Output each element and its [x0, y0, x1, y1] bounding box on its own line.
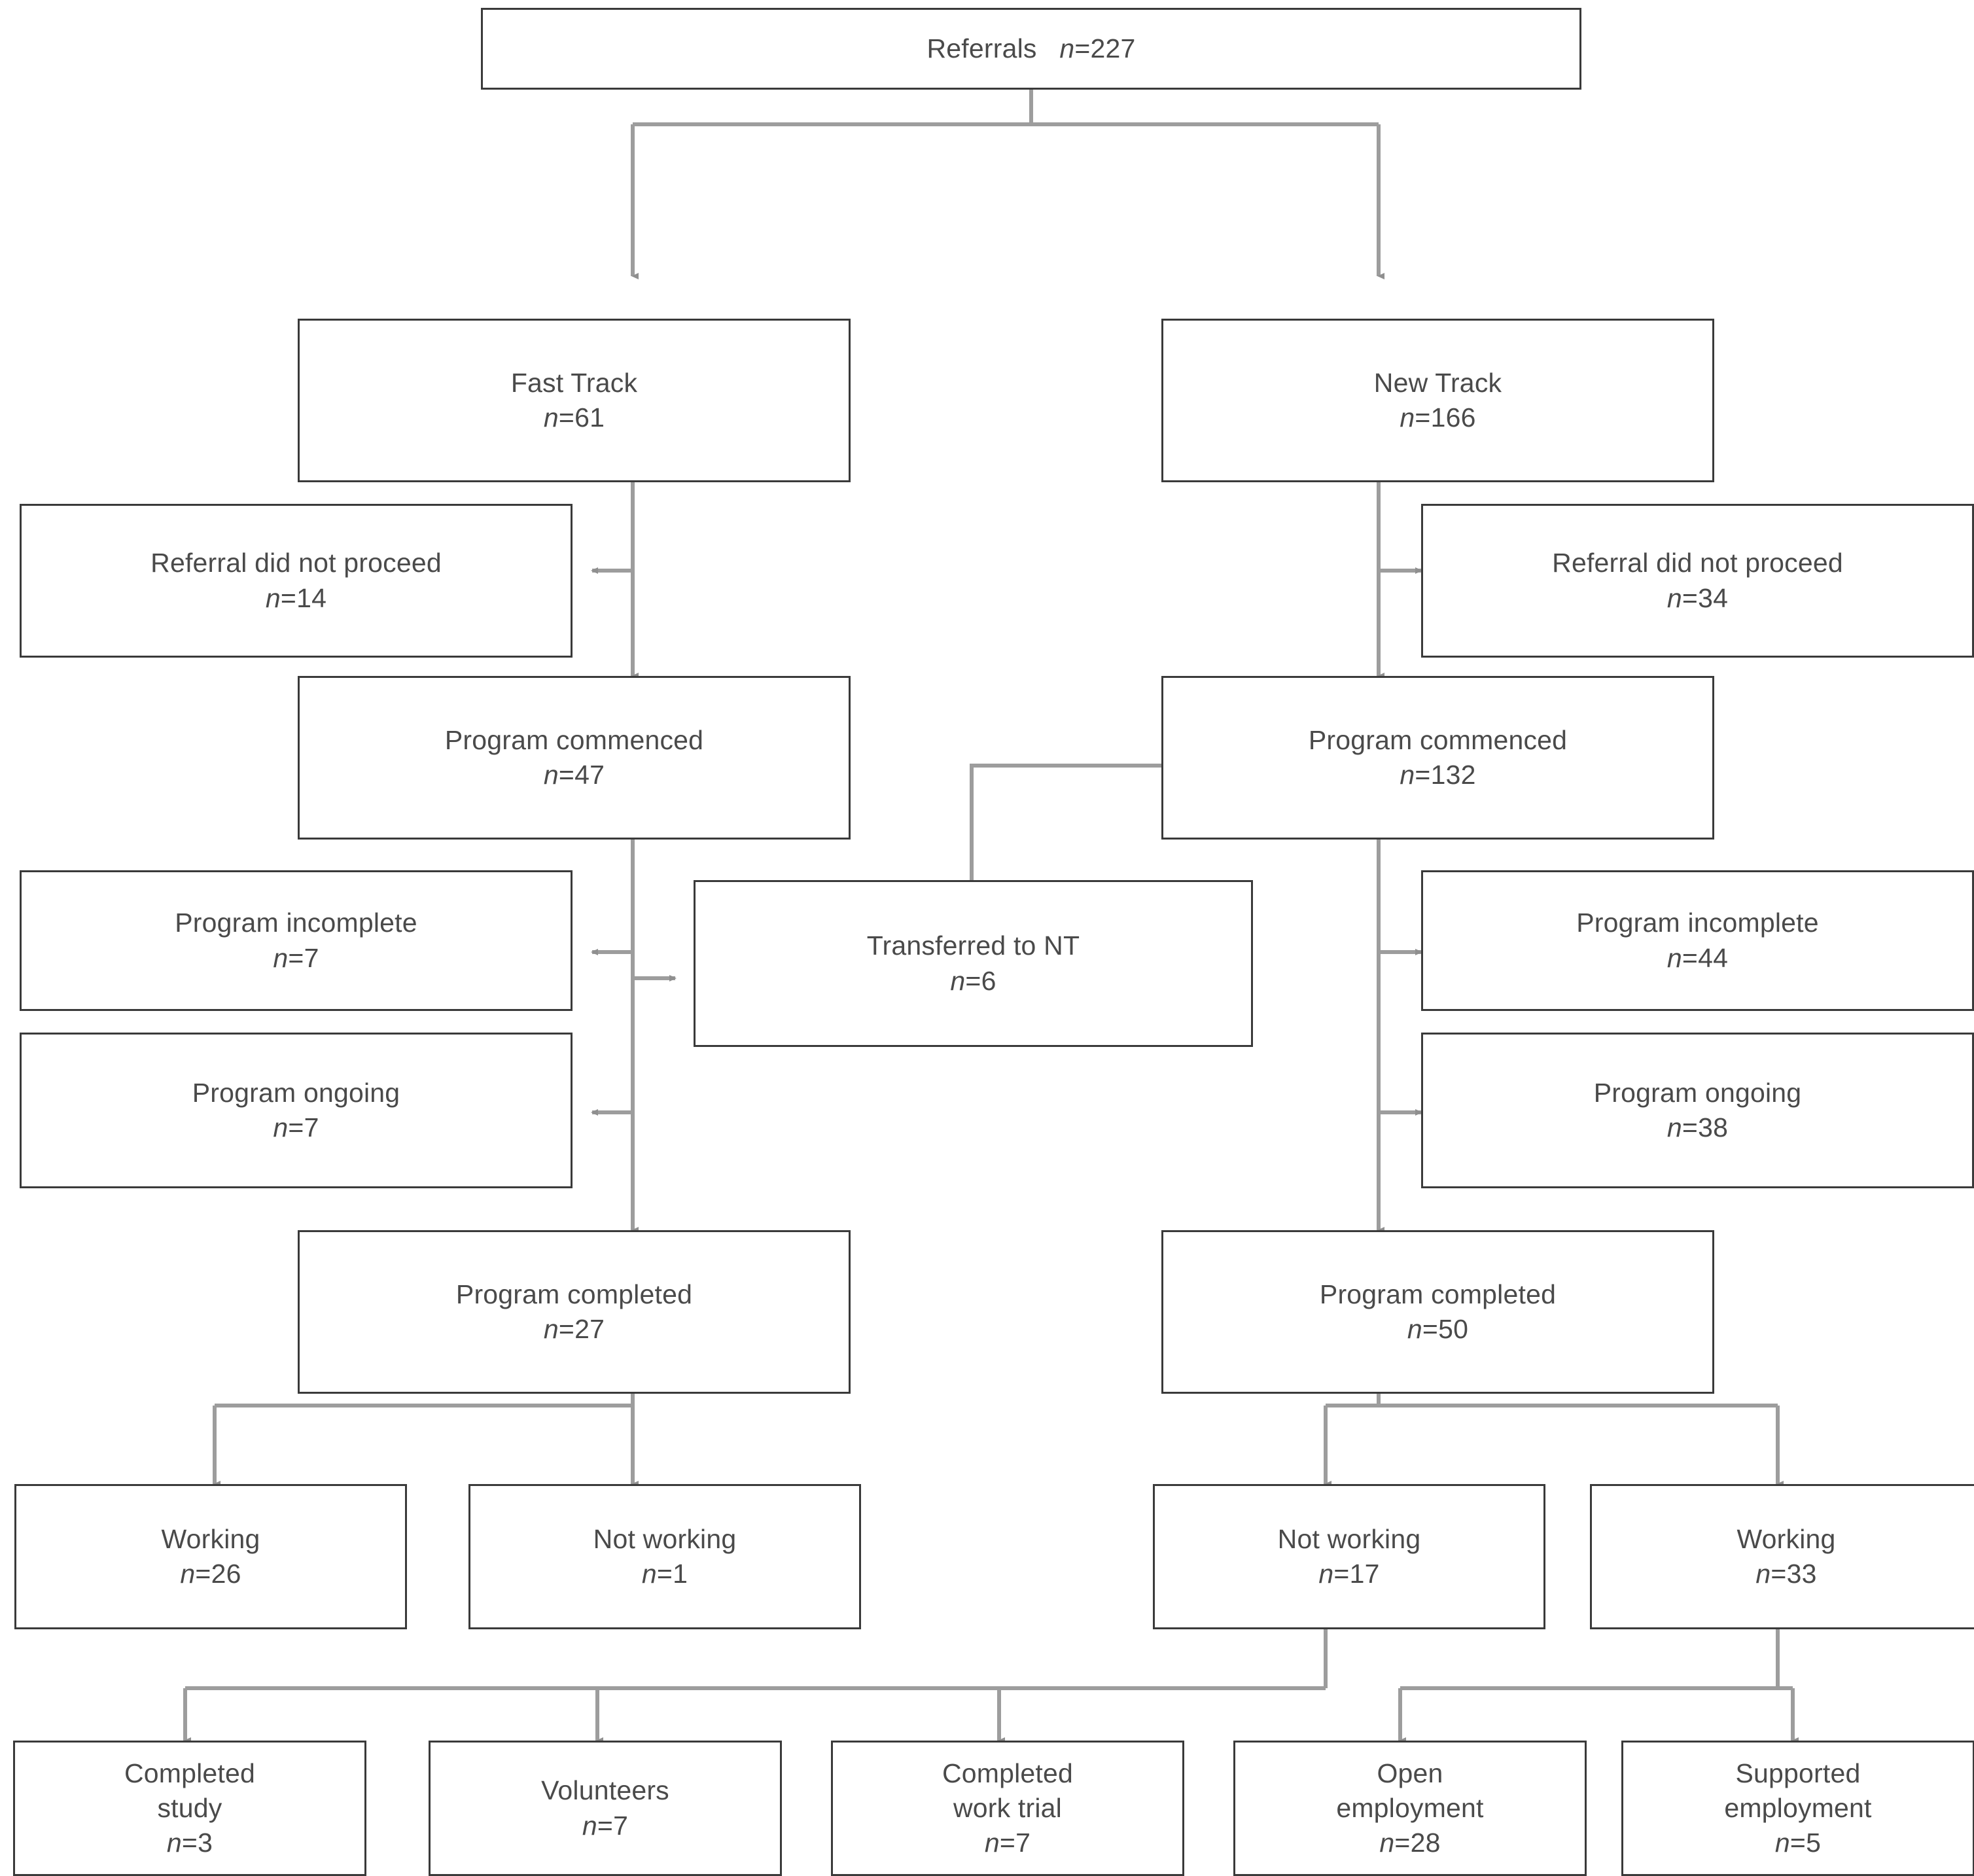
node-ft-program-incomplete[interactable]: Program incomplete n=7: [20, 870, 573, 1011]
node-ft-program-ongoing-n: 7: [304, 1112, 319, 1142]
node-nt-program-ongoing-n: 38: [1698, 1112, 1729, 1142]
node-nt-program-completed[interactable]: Program completed n=50: [1161, 1230, 1714, 1394]
node-completed-study-label: Completed study: [124, 1758, 256, 1823]
node-new-track-n-wrap: n=166: [1400, 402, 1476, 433]
node-ft-program-commenced-n-wrap: n=47: [543, 760, 605, 790]
node-nt-working[interactable]: Working n=33: [1590, 1484, 1974, 1629]
node-nt-program-commenced[interactable]: Program commenced n=132: [1161, 676, 1714, 840]
node-ft-program-commenced[interactable]: Program commenced n=47: [298, 676, 851, 840]
node-ft-program-incomplete-n-wrap: n=7: [273, 942, 319, 973]
node-referrals-text: Referrals n=227: [926, 33, 1136, 63]
node-ft-program-commenced-label: Program commenced: [444, 724, 704, 755]
node-ft-not-working-label: Not working: [593, 1523, 737, 1554]
node-referrals-n: 227: [1090, 33, 1136, 63]
node-completed-study-n: 3: [198, 1828, 213, 1858]
node-new-track-n: 166: [1430, 402, 1476, 433]
node-new-track-label: New Track: [1373, 367, 1502, 398]
node-transferred-to-nt-n-wrap: n=6: [950, 965, 996, 996]
node-nt-referral-did-not-proceed-n: 34: [1698, 582, 1729, 613]
node-nt-program-incomplete-n: 44: [1698, 942, 1729, 973]
node-ft-referral-did-not-proceed[interactable]: Referral did not proceed n=14: [20, 504, 573, 658]
node-nt-program-ongoing-label: Program ongoing: [1593, 1077, 1802, 1108]
node-nt-program-completed-n: 50: [1438, 1314, 1469, 1344]
node-nt-program-incomplete[interactable]: Program incomplete n=44: [1421, 870, 1974, 1011]
node-nt-referral-did-not-proceed[interactable]: Referral did not proceed n=34: [1421, 504, 1974, 658]
node-ft-not-working-n-wrap: n=1: [641, 1559, 688, 1589]
node-volunteers-label: Volunteers: [541, 1775, 669, 1806]
node-supported-employment-n: 5: [1806, 1828, 1822, 1858]
node-nt-working-n-wrap: n=33: [1755, 1559, 1817, 1589]
node-ft-working-n-wrap: n=26: [180, 1559, 241, 1589]
node-completed-work-trial-n-wrap: n=7: [984, 1828, 1031, 1858]
node-nt-not-working[interactable]: Not working n=17: [1153, 1484, 1545, 1629]
node-volunteers-n: 7: [613, 1810, 629, 1841]
node-ft-program-completed-label: Program completed: [455, 1279, 693, 1309]
node-referrals[interactable]: Referrals n=227: [481, 8, 1581, 90]
node-ft-program-ongoing-label: Program ongoing: [192, 1077, 400, 1108]
node-open-employment-n-wrap: n=28: [1379, 1828, 1441, 1858]
node-ft-program-completed-n: 27: [574, 1314, 605, 1344]
node-volunteers[interactable]: Volunteers n=7: [429, 1741, 782, 1876]
node-nt-program-incomplete-label: Program incomplete: [1576, 908, 1819, 938]
node-ft-program-incomplete-n: 7: [304, 942, 319, 973]
node-nt-referral-did-not-proceed-label: Referral did not proceed: [1552, 548, 1843, 578]
node-nt-not-working-n-wrap: n=17: [1318, 1559, 1380, 1589]
node-nt-program-commenced-n: 132: [1430, 760, 1476, 790]
node-nt-program-commenced-label: Program commenced: [1308, 724, 1568, 755]
node-open-employment-label: Open employment: [1336, 1758, 1484, 1823]
node-open-employment[interactable]: Open employment n=28: [1233, 1741, 1587, 1876]
node-completed-study[interactable]: Completed study n=3: [13, 1741, 366, 1876]
node-nt-referral-did-not-proceed-n-wrap: n=34: [1666, 582, 1729, 613]
node-fast-track-label: Fast Track: [510, 367, 638, 398]
node-nt-program-incomplete-n-wrap: n=44: [1666, 942, 1729, 973]
node-ft-program-commenced-n: 47: [574, 760, 605, 790]
node-supported-employment-label: Supported employment: [1724, 1758, 1872, 1823]
node-ft-program-ongoing-n-wrap: n=7: [273, 1112, 319, 1142]
node-ft-program-incomplete-label: Program incomplete: [175, 908, 417, 938]
node-completed-work-trial-label: Completed work trial: [942, 1758, 1074, 1823]
node-nt-not-working-n: 17: [1349, 1559, 1380, 1589]
node-fast-track-n: 61: [574, 402, 605, 433]
node-nt-program-completed-label: Program completed: [1319, 1279, 1557, 1309]
node-completed-work-trial-n: 7: [1015, 1828, 1031, 1858]
node-completed-study-n-wrap: n=3: [166, 1828, 213, 1858]
node-ft-working-n: 26: [211, 1559, 241, 1589]
node-ft-not-working[interactable]: Not working n=1: [468, 1484, 861, 1629]
node-nt-working-label: Working: [1736, 1523, 1836, 1554]
node-nt-program-commenced-n-wrap: n=132: [1400, 760, 1476, 790]
node-volunteers-n-wrap: n=7: [582, 1810, 629, 1841]
node-ft-program-completed-n-wrap: n=27: [543, 1314, 605, 1344]
node-nt-not-working-label: Not working: [1277, 1523, 1421, 1554]
node-ft-program-ongoing[interactable]: Program ongoing n=7: [20, 1033, 573, 1188]
node-completed-work-trial[interactable]: Completed work trial n=7: [831, 1741, 1184, 1876]
node-new-track[interactable]: New Track n=166: [1161, 319, 1714, 482]
node-ft-working-label: Working: [161, 1523, 260, 1554]
node-ft-referral-did-not-proceed-label: Referral did not proceed: [150, 548, 442, 578]
node-ft-referral-did-not-proceed-n: 14: [296, 582, 327, 613]
node-transferred-to-nt-label: Transferred to NT: [866, 930, 1080, 961]
node-supported-employment[interactable]: Supported employment n=5: [1621, 1741, 1974, 1876]
node-fast-track[interactable]: Fast Track n=61: [298, 319, 851, 482]
node-ft-referral-did-not-proceed-n-wrap: n=14: [265, 582, 327, 613]
node-nt-program-ongoing-n-wrap: n=38: [1666, 1112, 1729, 1142]
node-ft-program-completed[interactable]: Program completed n=27: [298, 1230, 851, 1394]
node-transferred-to-nt-n: 6: [981, 965, 996, 996]
node-referrals-label: Referrals: [926, 33, 1037, 63]
node-nt-working-n: 33: [1786, 1559, 1817, 1589]
node-fast-track-n-wrap: n=61: [543, 402, 605, 433]
node-nt-program-completed-n-wrap: n=50: [1407, 1314, 1469, 1344]
node-ft-working[interactable]: Working n=26: [14, 1484, 407, 1629]
node-open-employment-n: 28: [1410, 1828, 1441, 1858]
node-transferred-to-nt[interactable]: Transferred to NT n=6: [694, 880, 1253, 1047]
node-nt-program-ongoing[interactable]: Program ongoing n=38: [1421, 1033, 1974, 1188]
node-supported-employment-n-wrap: n=5: [1774, 1828, 1822, 1858]
node-ft-not-working-n: 1: [673, 1559, 688, 1589]
